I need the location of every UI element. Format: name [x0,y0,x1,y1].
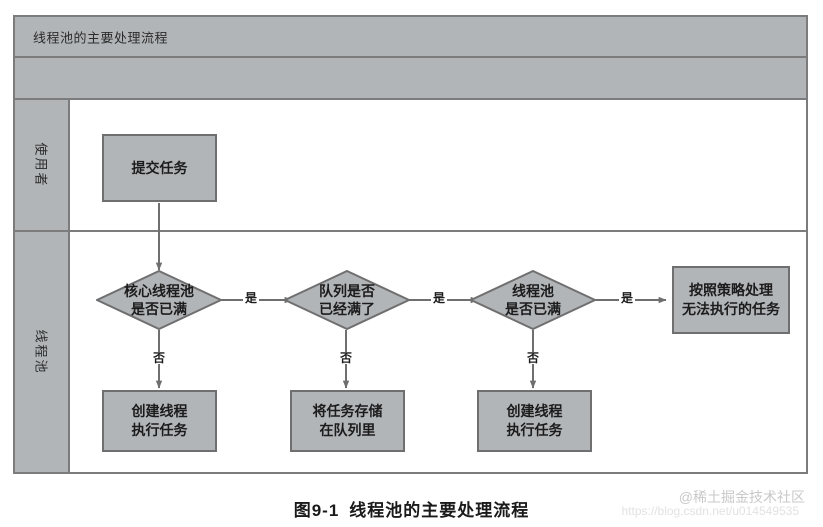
edge-label-yes-pool: 是 [619,291,636,305]
node-store-in-queue-line2: 在队列里 [319,422,376,438]
edge-label-no-queue: 否 [338,351,355,365]
node-reject-policy-line2: 无法执行的任务 [682,301,780,317]
diamond-shape [470,270,596,330]
node-pool-full-decision[interactable]: 线程池 是否已满 [470,270,596,330]
swimlane-user-header: 使用者 [15,100,70,230]
node-reject-policy-line1: 按照策略处理 [689,282,773,299]
node-reject-policy[interactable]: 按照策略处理 无法执行的任务 [672,266,790,334]
swimlane-user-label: 使用者 [33,142,48,188]
edge-label-no-pool: 否 [525,351,542,365]
node-core-pool-full-decision[interactable]: 核心线程池 是否已满 [96,270,222,330]
figure-caption-text: 线程池的主要处理流程 [349,501,530,520]
edge-label-no-core: 否 [151,351,168,365]
diagram-frame: 线程池的主要处理流程 使用者 线程池 [13,15,808,474]
diagram-title-band: 线程池的主要处理流程 [15,17,806,58]
node-create-thread-2-line1: 创建线程 [506,403,563,420]
swimlane-pool-label: 线程池 [33,329,48,375]
node-queue-full-decision[interactable]: 队列是否 已经满了 [284,270,410,330]
node-create-thread-2[interactable]: 创建线程 执行任务 [477,390,592,452]
edge-label-yes-queue: 是 [431,291,448,305]
node-create-thread-1-line1: 创建线程 [131,403,188,420]
diamond-shape [284,270,410,330]
node-submit-task-label: 提交任务 [131,159,188,176]
watermark-handle: @稀土掘金技术社区 [678,489,805,505]
edge-label-yes-core: 是 [243,291,260,305]
node-create-thread-2-line2: 执行任务 [506,422,563,438]
diagram-title: 线程池的主要处理流程 [33,30,169,45]
node-create-thread-1-line2: 执行任务 [131,422,188,438]
figure-caption: 图9-1 线程池的主要处理流程 [0,496,823,521]
node-submit-task[interactable]: 提交任务 [102,134,217,202]
figure-caption-number: 图9-1 [293,501,340,520]
node-store-in-queue-line1: 将任务存储 [312,403,383,420]
node-store-in-queue[interactable]: 将任务存储 在队列里 [290,390,405,452]
diamond-shape [96,270,222,330]
swimlane-pool-header: 线程池 [15,232,70,472]
node-create-thread-1[interactable]: 创建线程 执行任务 [102,390,217,452]
watermark-url: https://blog.csdn.net/u014549535 [621,504,799,518]
diagram-subtitle-band [15,58,806,100]
